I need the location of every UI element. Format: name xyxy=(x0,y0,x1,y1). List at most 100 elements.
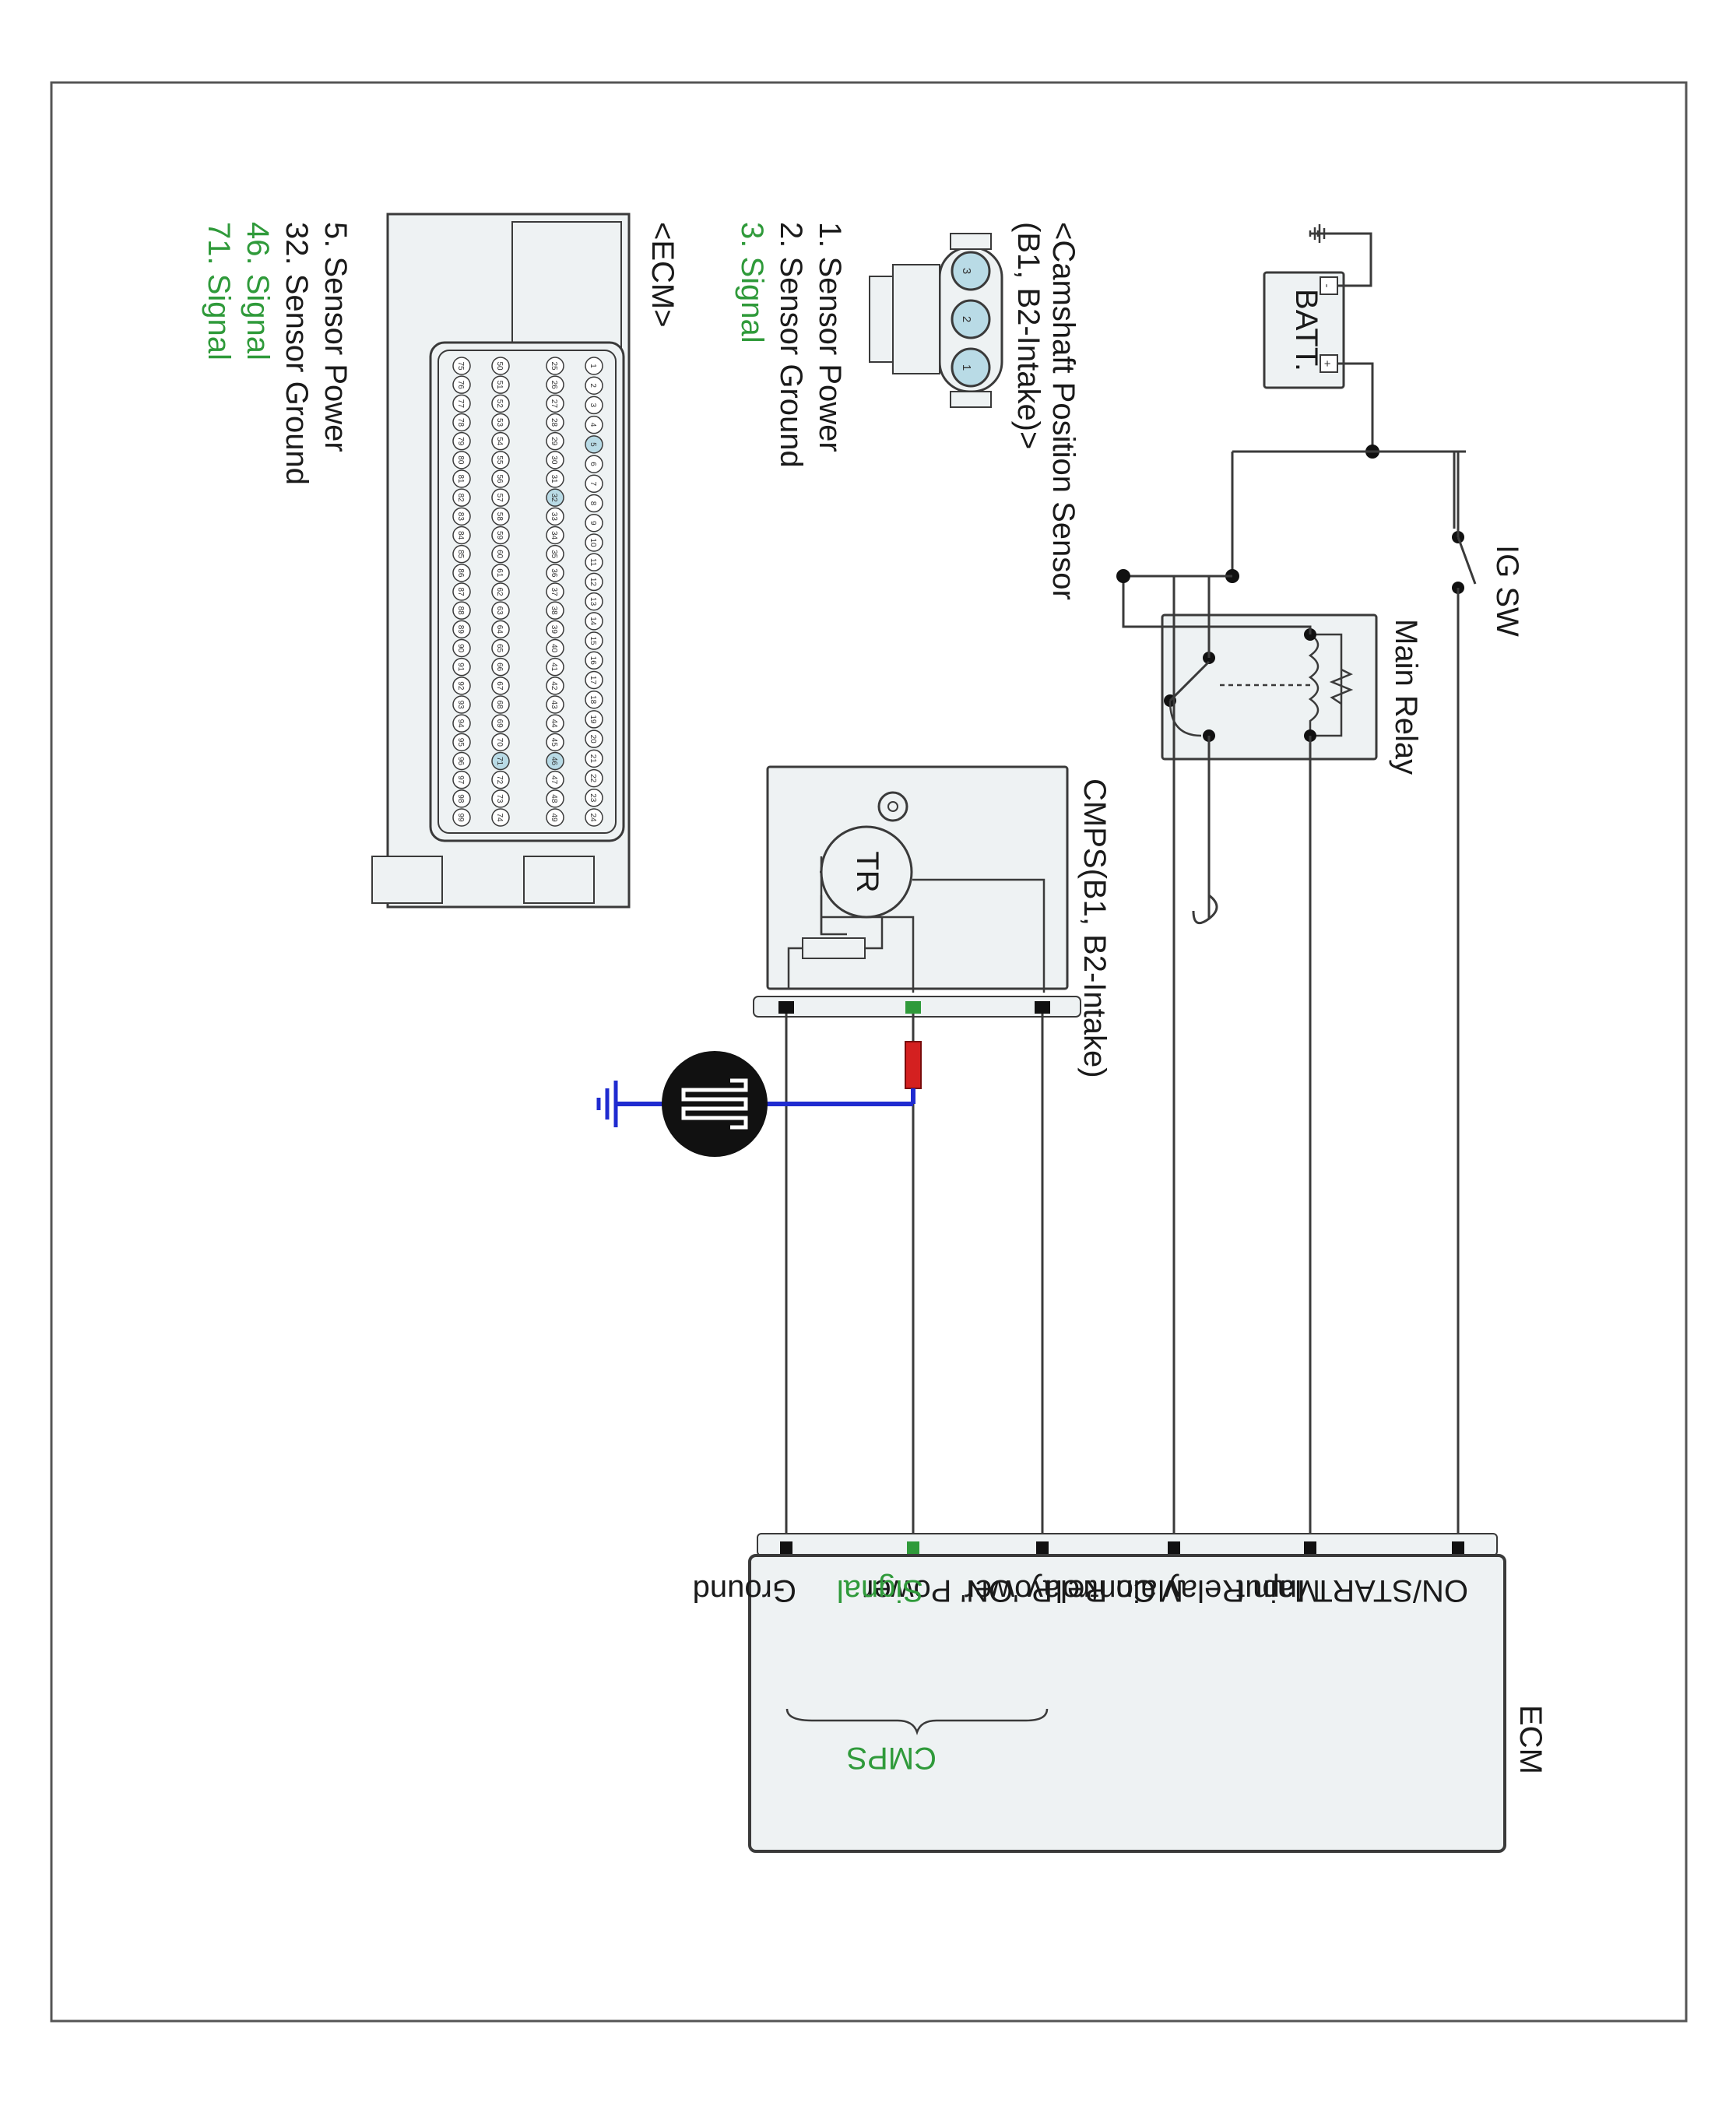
ecm-pin-label-44: 44 xyxy=(550,719,558,729)
ecm-pin-28 xyxy=(546,413,564,432)
ecm-pin-4 xyxy=(585,415,603,434)
ecm-pin-label-9: 9 xyxy=(589,521,597,526)
ecm-pin-92 xyxy=(452,677,471,695)
ecm-pin-11 xyxy=(585,553,603,571)
ecm-pin-98 xyxy=(452,789,471,808)
ecm-pin-52 xyxy=(491,394,510,413)
ecm-pin-label-5: 5 xyxy=(589,442,597,447)
probe-ground xyxy=(596,1041,922,1157)
ecm-pin-57 xyxy=(491,488,510,507)
ecm-pin-label-17: 17 xyxy=(589,676,597,685)
sensor-legend-2: 2. Sensor Ground xyxy=(774,222,808,468)
ecm-pin-label-98: 98 xyxy=(456,794,465,803)
ig-switch-label: IG SW xyxy=(1490,545,1524,637)
transistor-label: TR xyxy=(850,851,884,892)
ecm-pin-2 xyxy=(585,376,603,395)
ecm-pin-69 xyxy=(491,714,510,733)
ecm-pin-label-46: 46 xyxy=(550,757,558,766)
ecm-pin-label-97: 97 xyxy=(456,775,465,785)
ecm-pin-label-32: 32 xyxy=(550,494,558,503)
ecm-pin-label-4: 4 xyxy=(589,423,597,427)
ecm-pin-62 xyxy=(491,582,510,601)
ecm-pin-label-14: 14 xyxy=(589,617,597,626)
ecm-pin-label-58: 58 xyxy=(495,512,504,522)
ecm-pin-85 xyxy=(452,544,471,564)
ecm-pin-29 xyxy=(546,431,564,451)
ecm-pin-71 xyxy=(491,751,510,771)
ecm-pin-88 xyxy=(452,601,471,620)
ecm-pin-18 xyxy=(585,690,603,709)
ecm-pin-87 xyxy=(452,582,471,601)
sensor-legend-3: 3. Signal xyxy=(735,222,769,343)
ecm-pin-label-94: 94 xyxy=(456,719,465,729)
ecm-pin-label-29: 29 xyxy=(550,437,558,446)
ecm-pin-label-13: 13 xyxy=(589,597,597,606)
ecm-pin-86 xyxy=(452,564,471,582)
ecm-pin-12 xyxy=(585,572,603,592)
ecm-pin-20 xyxy=(585,729,603,748)
ecm-pin-64 xyxy=(491,620,510,639)
ecm-pin-7 xyxy=(585,474,603,494)
ecm-pin-label-25: 25 xyxy=(550,361,558,371)
ecm-pin-label-39: 39 xyxy=(550,625,558,634)
ecm-pin-label-55: 55 xyxy=(495,455,504,465)
ecm-pin-label-62: 62 xyxy=(495,587,504,596)
ecm-pin-label-49: 49 xyxy=(550,813,558,822)
ecm-pin-65 xyxy=(491,638,510,658)
ecm-pin-5 xyxy=(585,435,603,454)
ecm-pin-power: Power xyxy=(965,1573,1052,1608)
ecm-pin-label-16: 16 xyxy=(589,656,597,666)
ecm-pin-label-12: 12 xyxy=(589,578,597,587)
ecm-pin-34 xyxy=(546,526,564,545)
ecm-pin-label-73: 73 xyxy=(495,794,504,803)
ecm-pin-label-75: 75 xyxy=(456,361,465,371)
ecm-pin-label-19: 19 xyxy=(589,715,597,724)
ecm-pin-label-47: 47 xyxy=(550,775,558,785)
ecm-pin-label-91: 91 xyxy=(456,663,465,672)
ecm-pin-label-84: 84 xyxy=(456,531,465,540)
ecm-pin-label-92: 92 xyxy=(456,681,465,691)
ecm-pin-94 xyxy=(452,714,471,733)
ecm-pin-label-23: 23 xyxy=(589,793,597,803)
ecm-pin-79 xyxy=(452,431,471,451)
ecm-pin-51 xyxy=(491,375,510,394)
ecm-pin-label-6: 6 xyxy=(589,462,597,466)
sensor-connector: <Camshaft Position Sensor (B1, B2-Intake… xyxy=(735,222,1081,600)
ecm-pin-label-54: 54 xyxy=(495,437,504,446)
ecm-pin-label-38: 38 xyxy=(550,606,558,616)
sensor-pin-1-num: 1 xyxy=(960,364,973,371)
ecm-pin-46 xyxy=(546,751,564,771)
main-relay-label: Main Relay xyxy=(1389,619,1423,775)
ecm-pin-8 xyxy=(585,494,603,513)
ecm-pin-53 xyxy=(491,413,510,432)
ecm-pin-label-88: 88 xyxy=(456,606,465,616)
ecm-pin-on-start: ON/START Input xyxy=(1236,1573,1468,1608)
sensor-pin-2 xyxy=(951,299,991,339)
ecm-pin-label-37: 37 xyxy=(550,587,558,596)
ecm-pin-label-24: 24 xyxy=(589,813,597,822)
cmps-box-label: CMPS(B1, B2-Intake) xyxy=(1077,779,1112,1078)
ecm-pin-label-41: 41 xyxy=(550,663,558,672)
ecm-pin-75 xyxy=(452,357,471,375)
ecm-pin-96 xyxy=(452,751,471,771)
ecm-pin-label-89: 89 xyxy=(456,625,465,634)
ecm-pin-3 xyxy=(585,395,603,415)
ecm-pin-label-95: 95 xyxy=(456,738,465,747)
ecm-connector-title: <ECM> xyxy=(645,222,680,328)
ecm-pin-54 xyxy=(491,431,510,451)
ecm-pin-grid: 1234567891011121314151617181920212223242… xyxy=(452,357,603,827)
sensor-legend-1: 1. Sensor Power xyxy=(813,222,847,452)
ecm-pin-label-34: 34 xyxy=(550,531,558,540)
ecm-connector: <ECM> 1234567891011121314151617181920212… xyxy=(202,213,680,909)
ecm-pin-39 xyxy=(546,620,564,639)
ecm-pin-label-70: 70 xyxy=(495,738,504,747)
ecm-pin-23 xyxy=(585,789,603,807)
battery-minus: - xyxy=(1320,284,1334,288)
ecm-pin-label-56: 56 xyxy=(495,474,504,483)
ecm-pin-label-52: 52 xyxy=(495,399,504,409)
ecm-pin-label-76: 76 xyxy=(456,381,465,390)
ecm-legend-32: 32. Sensor Ground xyxy=(279,222,314,485)
ecm-pin-label-22: 22 xyxy=(589,774,597,783)
ecm-pin-main-relay-on-power: Main Relay 'ON' Power xyxy=(863,1573,1183,1608)
